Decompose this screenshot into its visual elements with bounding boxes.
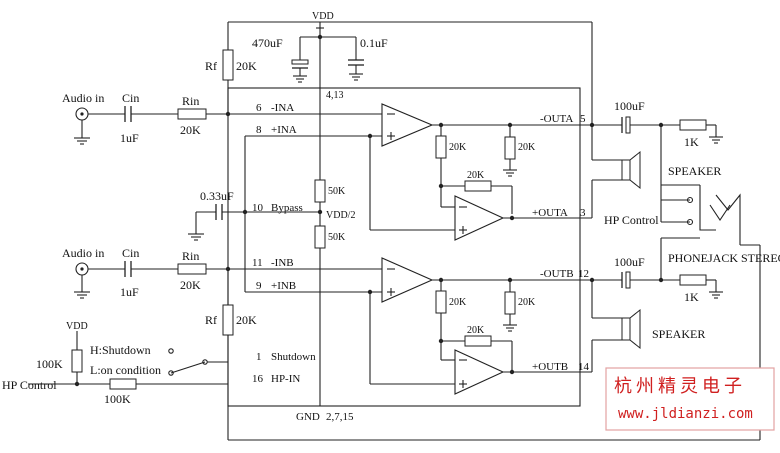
cin-b-value: 1uF [120, 285, 139, 299]
hp-control-right-label: HP Control [604, 213, 659, 227]
pin1-label: 1 [256, 351, 262, 363]
rin-a-resistor [177, 108, 382, 120]
r20k-b1-label: 20K [449, 297, 467, 308]
r20k-a2-label: 20K [518, 142, 536, 153]
hp-in-label: HP-IN [271, 373, 300, 385]
vdd-top-net [228, 21, 593, 160]
pin11-label: 11 [252, 257, 263, 269]
r1k-a-label: 1K [684, 135, 699, 149]
outb-pos-label: +OUTB [532, 361, 568, 373]
cin-a-value: 1uF [120, 131, 139, 145]
outa-neg-label: -OUTA [540, 113, 573, 125]
inb-neg-label: -INB [271, 257, 294, 269]
gnd-label: GND [296, 411, 320, 423]
outa-pos-label: +OUTA [532, 207, 568, 219]
rf-top-value: 20K [236, 59, 257, 73]
vdd-top-label: VDD [312, 11, 334, 22]
opamp-b2 [367, 289, 592, 395]
cin-a-capacitor [124, 106, 178, 122]
pin16-label: 16 [252, 373, 264, 385]
cin-b-label: Cin [122, 246, 139, 260]
phonejack [600, 184, 761, 441]
rin-b-label: Rin [182, 249, 199, 263]
bypass-network [188, 88, 326, 406]
c033-label: 0.33uF [200, 189, 234, 203]
pin-413-label: 4,13 [326, 90, 344, 101]
audio-in-a-label: Audio in [62, 91, 104, 105]
pin6-label: 6 [256, 102, 262, 114]
speaker-a-label: SPEAKER [668, 164, 721, 178]
shutdown-label: Shutdown [271, 351, 316, 363]
opamp-a1 [381, 103, 595, 147]
shutdown-switch [28, 331, 228, 390]
speaker-a [591, 150, 641, 218]
audio-in-b-jack [74, 262, 125, 299]
ic-body [227, 87, 581, 407]
pin12-label: 12 [578, 268, 589, 280]
rf-bot-value: 20K [236, 313, 257, 327]
rf-top-label: Rf [205, 59, 217, 73]
r100k-h-label: 100K [104, 392, 131, 406]
speaker-b [591, 280, 641, 372]
r20k-b2-label: 20K [518, 297, 536, 308]
rin-b-value: 20K [180, 278, 201, 292]
speaker-b-label: SPEAKER [652, 327, 705, 341]
l-on-label: L:on condition [90, 363, 161, 377]
feedback-b [435, 277, 517, 370]
gnd-pins-label: 2,7,15 [326, 411, 354, 423]
c470-label: 470uF [252, 36, 283, 50]
bypass-label: Bypass [271, 202, 303, 214]
rin-a-value: 20K [180, 123, 201, 137]
ina-pos-label: +INA [271, 124, 297, 136]
cin-b-capacitor [124, 261, 178, 277]
output-b-network [592, 271, 723, 299]
rf-top-resistor [222, 22, 234, 117]
feedback-a [435, 122, 517, 214]
watermark: 杭州精灵电子 www.jldianzi.com [605, 367, 775, 431]
r50k-2-label: 50K [328, 232, 346, 243]
rin-a-label: Rin [182, 94, 199, 108]
r1k-b-label: 1K [684, 290, 699, 304]
cin-a-label: Cin [122, 91, 139, 105]
vdd-bot-label: VDD [66, 321, 88, 332]
pin10-label: 10 [252, 202, 264, 214]
audio-in-b-label: Audio in [62, 246, 104, 260]
pin14-label: 14 [578, 361, 590, 373]
c01-label: 0.1uF [360, 36, 388, 50]
r50k-1-label: 50K [328, 186, 346, 197]
pin8-label: 8 [256, 124, 262, 136]
r20k-b3-label: 20K [467, 325, 485, 336]
c100-b-label: 100uF [614, 255, 645, 269]
opamp-a2 [367, 133, 592, 241]
rf-bot-label: Rf [205, 313, 217, 327]
h-shutdown-label: H:Shutdown [90, 343, 151, 357]
opamp-b1 [381, 257, 595, 303]
ina-neg-label: -INA [271, 102, 294, 114]
outb-neg-label: -OUTB [540, 268, 574, 280]
phonejack-label: PHONEJACK STEREO [668, 251, 780, 265]
rf-bottom-resistor [222, 269, 600, 441]
c100-a-label: 100uF [614, 99, 645, 113]
r100k-v-label: 100K [36, 357, 63, 371]
pin5-label: 5 [580, 113, 586, 125]
watermark-line2: www.jldianzi.com [618, 406, 753, 422]
r20k-a3-label: 20K [467, 170, 485, 181]
audio-in-a-jack [74, 107, 125, 145]
rin-b-resistor [177, 263, 382, 275]
watermark-line1: 杭州精灵电子 [614, 376, 746, 397]
r20k-a1-label: 20K [449, 142, 467, 153]
output-a-network [592, 116, 723, 222]
inb-pos-label: +INB [271, 280, 296, 292]
bias-rail [242, 135, 382, 293]
pin3-label: 3 [580, 207, 586, 219]
vdd2-label: VDD/2 [326, 210, 355, 221]
pin9-label: 9 [256, 280, 262, 292]
hp-control-left-label: HP Control [2, 378, 57, 392]
